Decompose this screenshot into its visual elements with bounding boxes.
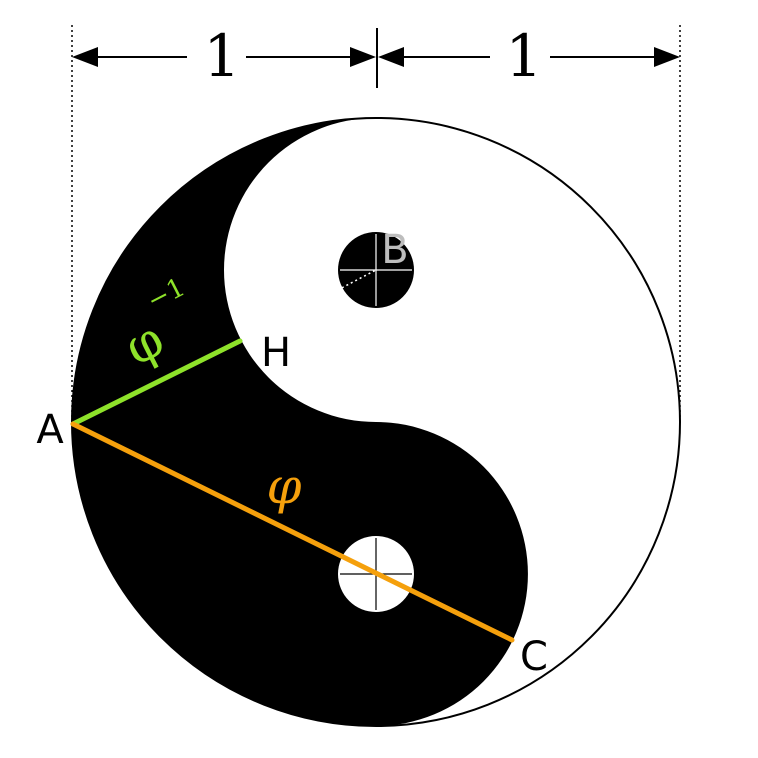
left-arrowhead-inner: [350, 47, 376, 67]
point-a-label: A: [36, 407, 64, 453]
point-h-label: H: [261, 330, 291, 376]
point-c-label: C: [520, 634, 548, 680]
segment-ah: [70, 338, 243, 427]
dimension-markers: [72, 28, 680, 88]
extension-lines: [71, 25, 681, 425]
left-arrowhead-outer: [72, 47, 98, 67]
right-dimension-label: 1: [506, 22, 543, 90]
ac-label: φ: [266, 457, 301, 515]
point-b-label: B: [381, 227, 408, 273]
right-arrowhead-outer: [654, 47, 680, 67]
segment-hb-dotted: [239, 269, 377, 342]
upper-dot-crosshair: [340, 234, 412, 306]
segment-ac: [70, 421, 515, 643]
right-arrowhead-inner: [378, 47, 404, 67]
left-dimension-label: 1: [204, 22, 241, 90]
yin-yang-symbol: [71, 117, 681, 727]
